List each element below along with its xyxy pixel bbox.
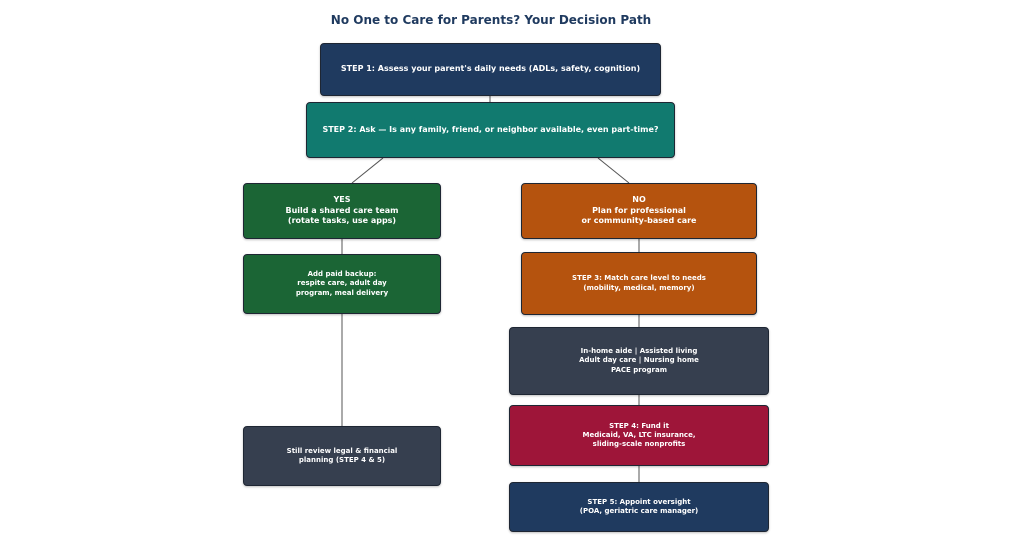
no-node: NO Plan for professional or community-ba… xyxy=(521,183,757,239)
care-options-node: In-home aide | Assisted living Adult day… xyxy=(509,327,769,395)
still-review-node: Still review legal & financial planning … xyxy=(243,426,441,486)
step4-node: STEP 4: Fund it Medicaid, VA, LTC insura… xyxy=(509,405,769,466)
step5-node: STEP 5: Appoint oversight (POA, geriatri… xyxy=(509,482,769,532)
paid-backup-node: Add paid backup: respite care, adult day… xyxy=(243,254,441,314)
connector-step2-no xyxy=(597,157,630,184)
diagram-title: No One to Care for Parents? Your Decisio… xyxy=(330,13,652,27)
connector-step2-yes xyxy=(351,157,384,184)
step3-node: STEP 3: Match care level to needs (mobil… xyxy=(521,252,757,315)
yes-node: YES Build a shared care team (rotate tas… xyxy=(243,183,441,239)
step2-node: STEP 2: Ask — Is any family, friend, or … xyxy=(306,102,675,158)
step1-node: STEP 1: Assess your parent's daily needs… xyxy=(320,43,661,96)
